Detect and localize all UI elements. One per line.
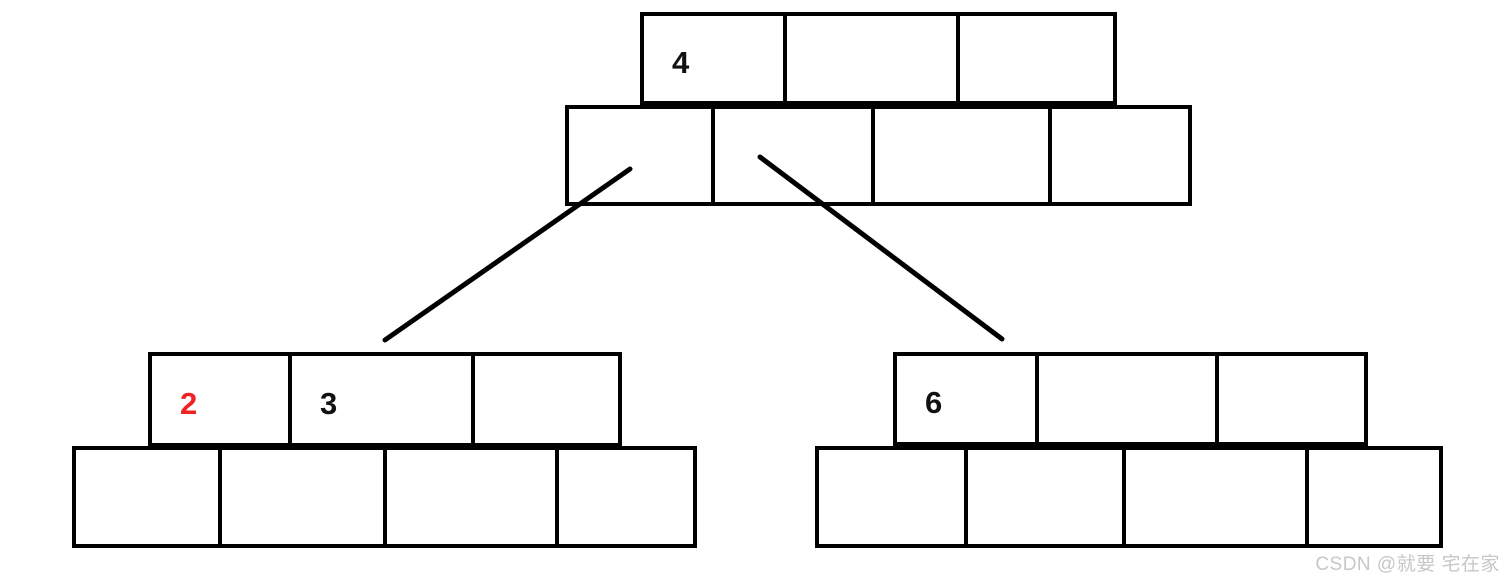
root-pointers-row [565, 105, 1192, 206]
root-key-cell-2 [960, 16, 1113, 101]
root-key-cell-1 [787, 16, 960, 101]
left-child-pointer-cell-0 [76, 450, 222, 544]
left-child-pointer-cell-1 [222, 450, 387, 544]
left-child-key-cell-1: 3 [292, 356, 475, 443]
root-keys-row: 4 [640, 12, 1117, 105]
right-child-key-cell-1 [1039, 356, 1219, 442]
left-child-pointer-cell-3 [559, 450, 693, 544]
root-pointer-cell-0 [569, 109, 715, 202]
left-child-key-cell-2 [475, 356, 618, 443]
left-child-pointers-row [72, 446, 697, 548]
csdn-watermark: CSDN @就要 宅在家 [1315, 554, 1500, 575]
right-child-key-cell-0: 6 [897, 356, 1039, 442]
right-child-pointer-cell-2 [1126, 450, 1309, 544]
root-pointer-cell-2 [875, 109, 1052, 202]
right-child-pointer-cell-3 [1309, 450, 1439, 544]
right-child-pointer-cell-1 [968, 450, 1126, 544]
root-pointer-cell-3 [1052, 109, 1188, 202]
root-pointer-cell-1 [715, 109, 875, 202]
left-child-pointer-cell-2 [387, 450, 559, 544]
right-child-keys-row: 6 [893, 352, 1368, 446]
right-child-key-cell-2 [1219, 356, 1364, 442]
left-child-keys-row: 2 3 [148, 352, 622, 447]
left-child-key-cell-0: 2 [152, 356, 292, 443]
right-child-pointer-cell-0 [819, 450, 968, 544]
root-key-cell-0: 4 [644, 16, 787, 101]
right-child-pointers-row [815, 446, 1443, 548]
